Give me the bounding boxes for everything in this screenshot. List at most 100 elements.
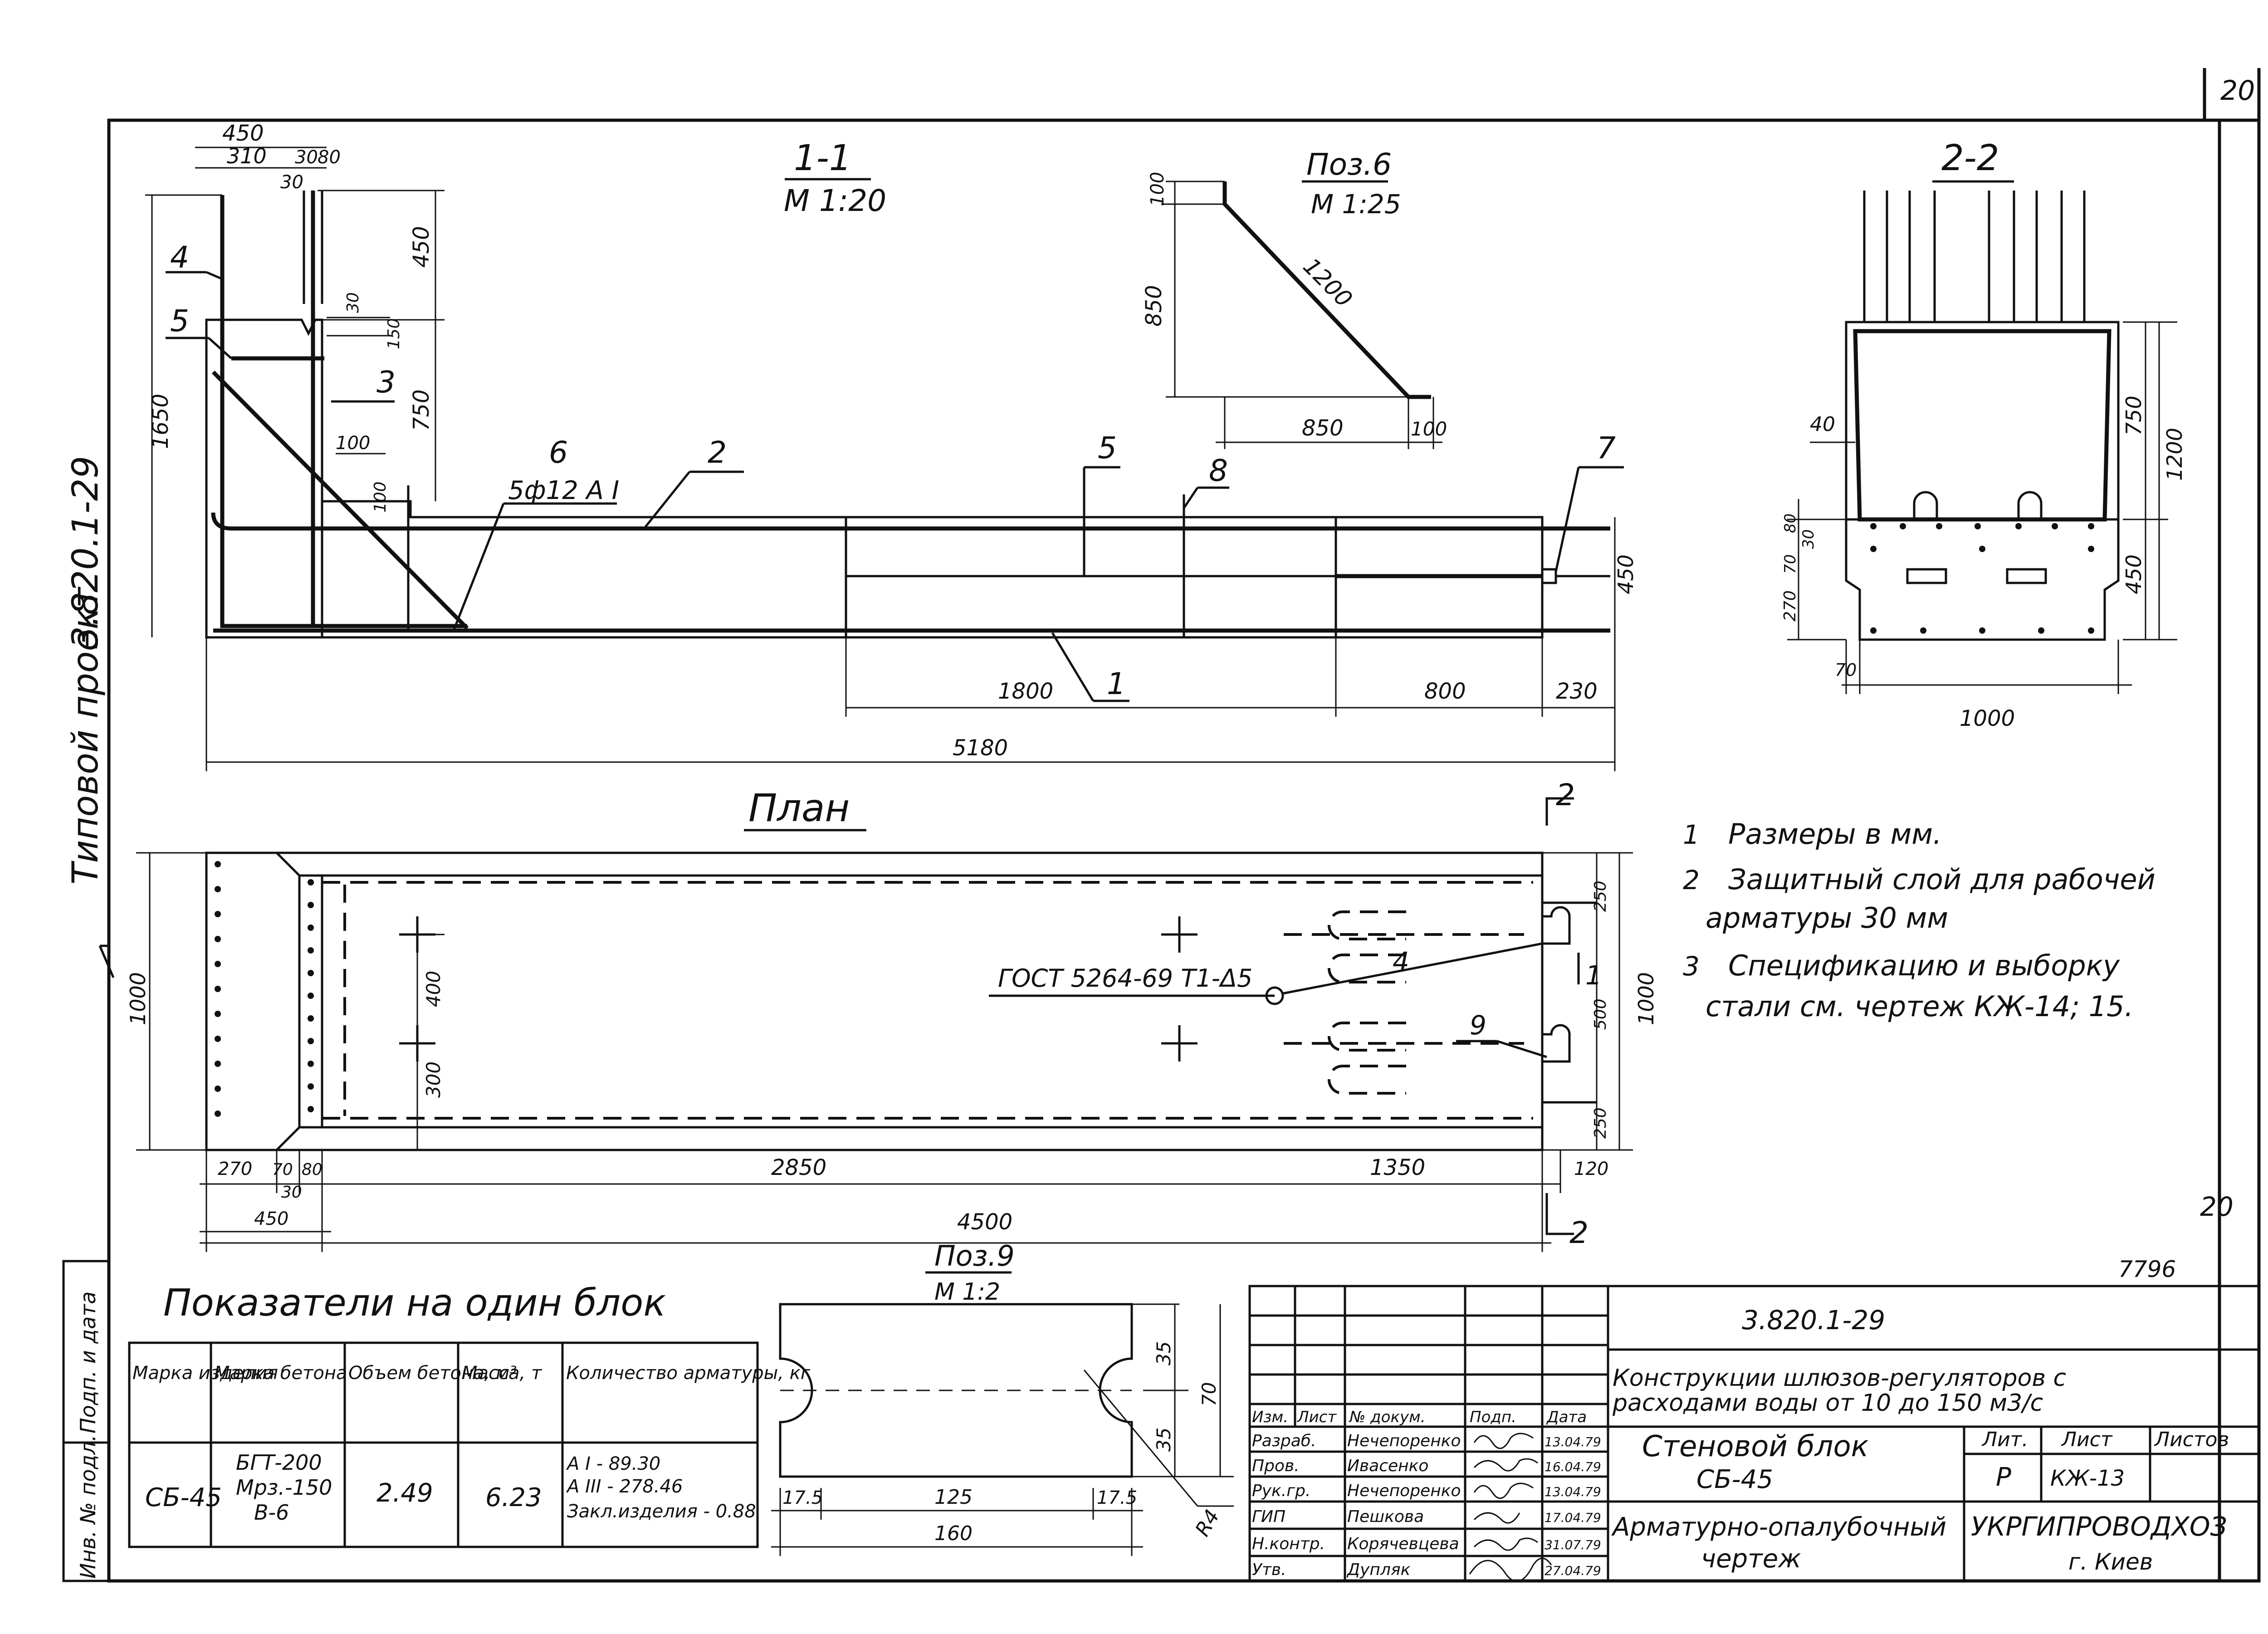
section-2-2-title: 2-2 (1941, 138, 1999, 179)
callout-1: 1 (1107, 666, 1126, 701)
pos-6-dim-100-top: 100 (1147, 172, 1168, 206)
dim-30: 30 (280, 172, 303, 193)
plan-dim-300: 300 (422, 1062, 445, 1098)
dim-800: 800 (1424, 679, 1466, 704)
tb-role-4: ГИП (1252, 1507, 1286, 1526)
tb-code: 3.820.1-29 (1742, 1305, 1885, 1336)
tb-col-sheet: Лист (1296, 1408, 1337, 1426)
plan-dim-30: 30 (281, 1183, 302, 1202)
tb-date-6: 27.04.79 (1545, 1563, 1601, 1578)
plan-dim-500: 500 (1591, 998, 1610, 1030)
section-1-1-title: 1-1 (794, 138, 851, 179)
pos-9-dim-70: 70 (1198, 1382, 1220, 1406)
tb-sheets-header: Листов (2154, 1428, 2229, 1451)
callout-7: 7 (1597, 431, 1616, 465)
note-2-text-cont: арматуры 30 мм (1706, 901, 1948, 934)
tb-date-4: 17.04.79 (1545, 1510, 1601, 1525)
section-2-2-rebar-dots (1870, 523, 2094, 634)
tb-drawing-type-2: чертеж (1701, 1544, 1801, 1574)
tb-date-1: 13.04.79 (1545, 1434, 1601, 1449)
header-volume: Объем бетона, м³ (348, 1363, 517, 1384)
pos-6-dim-1200: 1200 (1298, 253, 1358, 312)
vertical-title-code: 3.820.1-29 (65, 456, 106, 649)
dim-450-v: 450 (409, 226, 434, 268)
tb-item-name: Стеновой блок (1642, 1430, 1869, 1463)
cell-concrete-3: В-6 (254, 1500, 289, 1525)
tb-name-2: Ивасенко (1347, 1457, 1428, 1475)
pos-9-dim-35-a: 35 (1153, 1341, 1175, 1365)
tb-name-4: Пешкова (1347, 1507, 1424, 1526)
plan-dim-1000-left: 1000 (126, 972, 150, 1025)
tb-stage: Р (1996, 1463, 2011, 1492)
tb-date-5: 31.07.79 (1545, 1537, 1601, 1552)
plan-dim-270: 270 (218, 1159, 252, 1179)
pos-6-scale: М 1:25 (1311, 189, 1401, 220)
general-notes: 1 Размеры в мм. 2 Защитный слой для рабо… (1683, 817, 2156, 1023)
callout-3: 3 (376, 365, 396, 400)
dim-80: 80 (318, 147, 341, 168)
dim-750: 750 (409, 389, 434, 431)
dim-310: 310 (227, 144, 267, 168)
tb-stage-header: Лит. (1981, 1428, 2028, 1451)
pos-9-title: Поз.9 (934, 1239, 1015, 1272)
corner-mark: 20 (2200, 1191, 2234, 1222)
tb-col-doc: № докум. (1349, 1408, 1426, 1426)
pos-6-detail: Поз.6 М 1:25 100 850 1200 850 100 (1141, 147, 1447, 449)
section-2-2-dim-450: 450 (2121, 554, 2146, 594)
cell-rebar-2: А III - 278.46 (566, 1476, 683, 1497)
plan-dim-4500: 4500 (957, 1209, 1012, 1235)
tb-name-3: Нечепоренко (1347, 1482, 1461, 1500)
tb-date-2: 16.04.79 (1545, 1459, 1601, 1474)
plan-dim-1000-right: 1000 (1634, 972, 1658, 1025)
plan-dim-80: 80 (302, 1160, 323, 1179)
plan-dim-400: 400 (422, 971, 445, 1007)
callout-5b: 5 (1098, 431, 1117, 465)
plan-callout-1: 1 (1585, 960, 1602, 991)
callout-5: 5 (170, 303, 189, 338)
tb-organization: УКРГИПРОВОДХОЗ (1971, 1511, 2227, 1542)
dim-1650: 1650 (148, 394, 173, 449)
tb-project-line1: Конструкции шлюзов-регуляторов с (1613, 1365, 2066, 1392)
section-2-2-dim-70: 70 (1781, 554, 1799, 574)
dim-450-right: 450 (1613, 554, 1638, 594)
pos-9-detail: Поз.9 М 1:2 35 70 35 17.5 125 17.5 160 R… (771, 1239, 1234, 1556)
pos-6-dim-850-h: 850 (1302, 416, 1344, 441)
tb-sheet: КЖ-13 (2050, 1466, 2125, 1491)
section-2-2-dim-30: 30 (1799, 529, 1818, 549)
side-stamp-inv-number: Инв. № подл. (76, 1435, 100, 1579)
plan-dim-450: 450 (254, 1208, 288, 1229)
note-2-number: 2 (1683, 865, 1700, 895)
pos-9-radius: R4 (1191, 1506, 1224, 1540)
indicators-table: Показатели на один блок Марка изделия Ма… (128, 1282, 811, 1548)
note-1-number: 1 (1683, 819, 1700, 850)
dim-450-top: 450 (222, 121, 264, 146)
dim-30-small: 30 (344, 292, 362, 313)
sheet-frame (107, 68, 2261, 1583)
page-number: 20 (2220, 75, 2255, 107)
side-stamp: Подп. и дата Инв. № подл. (62, 1260, 110, 1582)
pos-9-dim-125: 125 (934, 1486, 973, 1509)
tb-drawing-type-1: Арматурно-опалубочный (1611, 1512, 1946, 1542)
note-3-text: Спецификацию и выборку (1728, 949, 2120, 982)
cell-rebar-1: А I - 89.30 (566, 1453, 660, 1474)
tb-name-1: Нечепоренко (1347, 1432, 1461, 1450)
section-2-2-dim-70-bottom: 70 (1835, 660, 1857, 680)
note-3-text-cont: стали см. чертеж КЖ-14; 15. (1706, 990, 2133, 1023)
pos-6-dim-850-v: 850 (1141, 285, 1167, 327)
dim-100b: 100 (371, 481, 390, 513)
indicators-title: Показатели на один блок (163, 1282, 666, 1325)
cell-mark: СБ-45 (145, 1483, 222, 1512)
tb-col-sign: Подп. (1470, 1408, 1516, 1426)
section-2-2-dim-1000: 1000 (1960, 706, 2015, 731)
tb-name-5: Корячевцева (1347, 1535, 1459, 1553)
callout-6: 6 (549, 435, 568, 470)
tb-role-1: Разраб. (1252, 1432, 1316, 1450)
plan-dim-120: 120 (1574, 1159, 1608, 1179)
plan-callout-9: 9 (1470, 1010, 1486, 1041)
callout-8: 8 (1209, 453, 1228, 488)
cell-rebar-3: Закл.изделия - 0.88 (567, 1501, 756, 1522)
plan-loops (1284, 910, 1524, 1095)
pos-9-dim-17-5-a: 17.5 (782, 1487, 823, 1508)
dim-30-30: 30 (295, 147, 318, 168)
